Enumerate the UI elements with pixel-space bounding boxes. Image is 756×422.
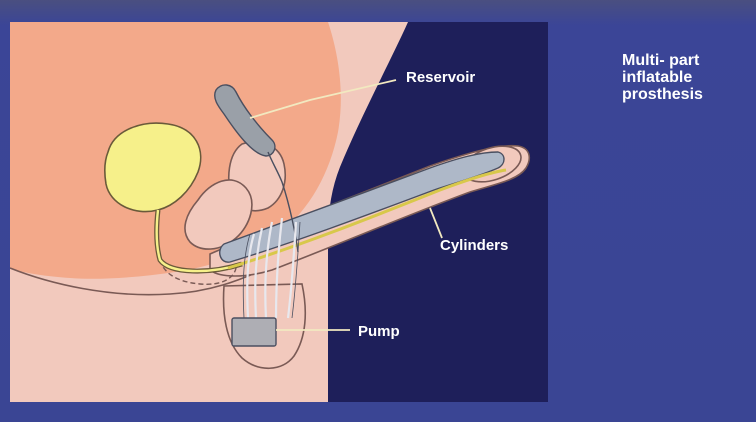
slide-title-line-3: prosthesis [622, 86, 703, 103]
label-pump: Pump [358, 323, 400, 340]
slide-title-line-2: inflatable [622, 69, 703, 86]
label-cylinders: Cylinders [440, 237, 508, 254]
label-reservoir: Reservoir [406, 69, 475, 86]
anatomy-diagram: Reservoir Cylinders Pump [10, 22, 548, 402]
slide-title: Multi- part inflatable prosthesis [622, 52, 703, 103]
pump [232, 318, 276, 346]
slide-title-line-1: Multi- part [622, 52, 703, 69]
